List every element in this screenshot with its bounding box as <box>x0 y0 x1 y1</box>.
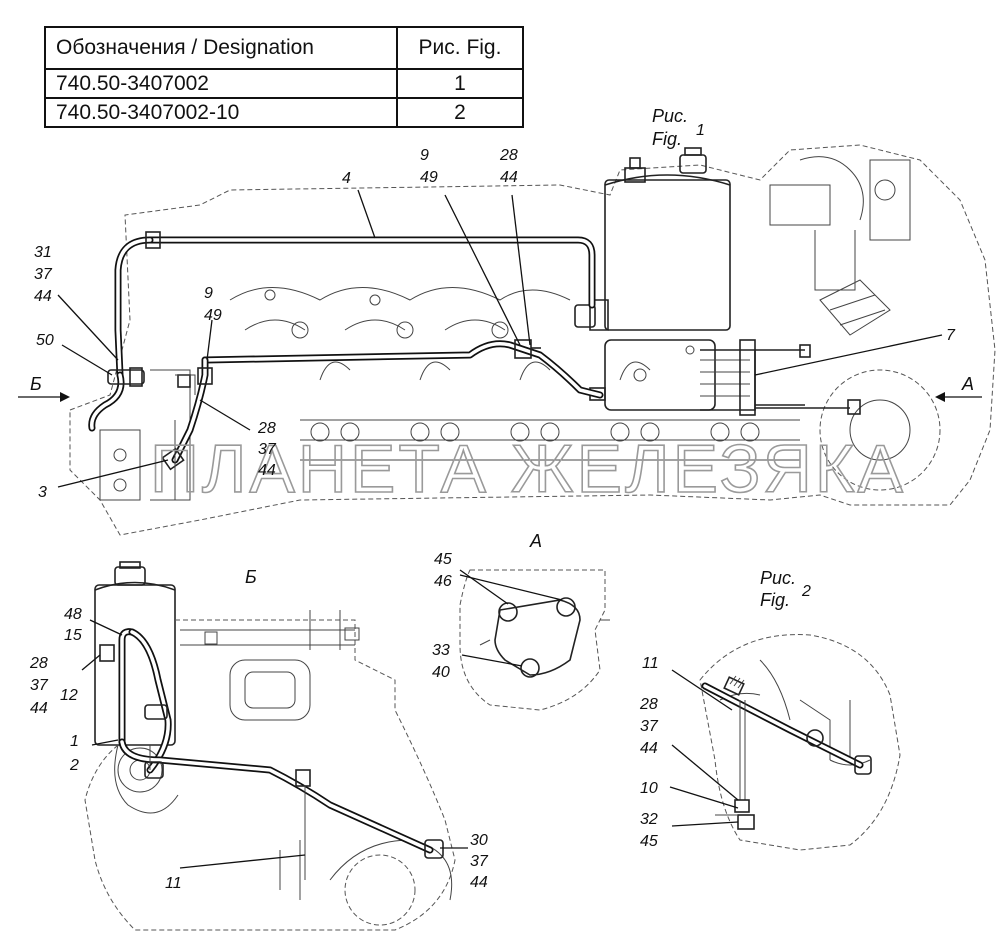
callout-44: 44 <box>640 740 658 757</box>
callout-44: 44 <box>34 288 52 305</box>
callout-12: 12 <box>60 687 78 704</box>
view-arrow-b: Б <box>30 374 42 394</box>
watermark: ПЛАНЕТА ЖЕЛЕЗЯКА <box>150 431 906 507</box>
callout-33: 33 <box>432 642 450 659</box>
callout-10: 10 <box>640 780 658 797</box>
callout-9: 9 <box>420 147 429 164</box>
designation-table: Обозначения / Designation Рис. Fig. 740.… <box>44 25 524 128</box>
fig1-number: 1 <box>696 122 705 139</box>
callout-11: 11 <box>165 875 182 892</box>
view-b-leader-lines <box>81 619 468 869</box>
callout-49: 49 <box>204 307 222 324</box>
callout-11: 11 <box>642 655 659 672</box>
callout-37: 37 <box>30 677 49 694</box>
engine-main-view <box>69 144 996 536</box>
callout-2: 2 <box>69 757 79 774</box>
callout-37: 37 <box>640 718 659 735</box>
table-cell-designation: 740.50-3407002 <box>44 68 398 100</box>
callout-40: 40 <box>432 664 450 681</box>
callout-37: 37 <box>258 441 277 458</box>
fig1-caption-en: Fig. <box>652 129 682 149</box>
table-cell-designation: 740.50-3407002-10 <box>44 97 398 128</box>
view-arrow-a: А <box>961 374 974 394</box>
fig1-caption-ru: Рис. <box>652 106 688 126</box>
callout-30: 30 <box>470 832 488 849</box>
callout-15: 15 <box>64 627 82 644</box>
table-row: 740.50-3407002-10 2 <box>44 97 524 128</box>
callout-28: 28 <box>639 696 658 713</box>
callout-37: 37 <box>34 266 53 283</box>
view-b-drawing <box>84 561 456 931</box>
main-callouts: 31 37 44 50 3 9 49 28 37 44 4 9 49 28 44… <box>30 106 974 501</box>
fig2-leader-lines <box>669 669 739 827</box>
fig2-caption-en: Fig. <box>760 590 790 610</box>
view-a-drawing <box>459 569 610 711</box>
view-b-callouts: Б 48 15 28 37 44 12 1 2 30 37 44 11 <box>29 567 489 892</box>
view-a-callouts: А 45 46 33 40 <box>432 531 542 681</box>
fig2-caption-ru: Рис. <box>760 568 796 588</box>
table-header-row: Обозначения / Designation Рис. Fig. <box>44 25 524 71</box>
callout-31: 31 <box>34 244 52 261</box>
callout-9: 9 <box>204 285 213 302</box>
table-row: 740.50-3407002 1 <box>44 68 524 100</box>
callout-45: 45 <box>434 551 452 568</box>
view-b-title: Б <box>245 567 257 587</box>
callout-1: 1 <box>70 733 79 750</box>
callout-44: 44 <box>30 700 48 717</box>
table-cell-fig: 1 <box>396 68 524 100</box>
callout-4: 4 <box>342 170 351 187</box>
callout-44: 44 <box>470 874 488 891</box>
callout-45: 45 <box>640 833 658 850</box>
callout-28: 28 <box>29 655 48 672</box>
view-a-leader-lines <box>459 569 563 667</box>
fig2-number: 2 <box>801 583 811 600</box>
fig2-callouts: Рис. Fig. 2 11 28 37 44 10 32 45 <box>639 568 811 850</box>
table-header-fig: Рис. Fig. <box>396 25 524 71</box>
callout-44: 44 <box>500 169 518 186</box>
callout-28: 28 <box>499 147 518 164</box>
view-a-title: А <box>529 531 542 551</box>
main-leader-lines <box>18 189 982 488</box>
callout-50: 50 <box>36 332 54 349</box>
callout-48: 48 <box>64 606 82 623</box>
callout-44: 44 <box>258 462 276 479</box>
callout-49: 49 <box>420 169 438 186</box>
fig2-drawing <box>699 634 901 851</box>
callout-46: 46 <box>434 573 452 590</box>
table-header-designation: Обозначения / Designation <box>44 25 398 71</box>
callout-28: 28 <box>257 420 276 437</box>
callout-3: 3 <box>38 484 47 501</box>
callout-37: 37 <box>470 853 489 870</box>
callout-7: 7 <box>946 327 956 344</box>
callout-32: 32 <box>640 811 658 828</box>
table-cell-fig: 2 <box>396 97 524 128</box>
